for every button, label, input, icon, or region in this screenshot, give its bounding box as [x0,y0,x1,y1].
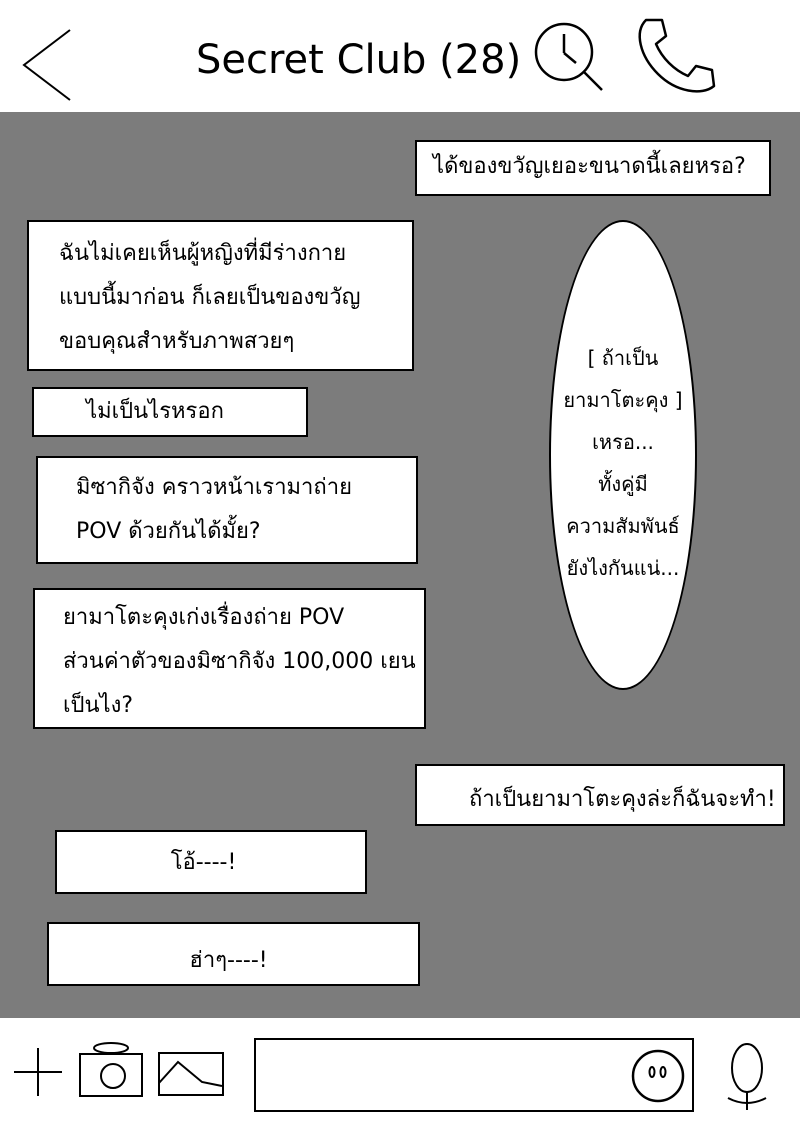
message-bubble-right: ถ้าเป็นยามาโตะคุงล่ะก็ฉันจะทำ! [415,764,785,826]
thought-bubble: [ ถ้าเป็น ยามาโตะคุง ] เหรอ... ทั้งคู่มี… [549,220,697,690]
message-bubble-right: ได้ของขวัญเยอะขนาดนี้เลยหรอ? [415,140,771,196]
message-text: ฉันไม่เคยเห็นผู้หญิงที่มีร่างกาย [59,241,347,266]
thought-text: [ ถ้าเป็น [587,346,659,370]
message-text: มิซากิจัง คราวหน้าเรามาถ่าย [76,475,352,500]
chat-title: Secret Club (28) [196,37,522,83]
message-input[interactable] [254,1038,694,1112]
thought-text: ทั้งคู่มี [598,472,648,496]
message-text: แบบนี้มาก่อน ก็เลยเป็นของขวัญ [59,285,361,310]
thought-text: ยามาโตะคุง ] [563,388,683,412]
message-bubble-left: ฉันไม่เคยเห็นผู้หญิงที่มีร่างกาย แบบนี้ม… [27,220,414,371]
message-bubble-left: มิซากิจัง คราวหน้าเรามาถ่าย POV ด้วยกันไ… [36,456,418,564]
message-text: ถ้าเป็นยามาโตะคุงล่ะก็ฉันจะทำ! [469,787,776,812]
message-text: ยามาโตะคุงเก่งเรื่องถ่าย POV [63,605,345,630]
camera-icon[interactable] [76,1040,146,1100]
search-icon[interactable] [530,20,610,95]
plus-icon[interactable] [12,1046,64,1098]
message-bubble-left: ไม่เป็นไรหรอก [32,387,308,437]
thought-text: เหรอ... [592,430,654,454]
emoji-icon[interactable] [630,1048,686,1104]
phone-icon[interactable] [632,14,722,96]
message-bubble-left: ยามาโตะคุงเก่งเรื่องถ่าย POV ส่วนค่าตัวข… [33,588,426,729]
back-chevron-icon[interactable] [18,26,78,104]
message-bubble-left: ฮ่าๆ----! [47,922,420,986]
message-text: เป็นไง? [63,693,134,718]
message-text: ขอบคุณสำหรับภาพสวยๆ [59,329,295,354]
message-text: โอ้----! [170,850,237,875]
thought-text: ยังไงกันแน่... [566,556,680,580]
chat-header: Secret Club (28) [0,0,800,112]
message-text: ฮ่าๆ----! [189,948,268,973]
thought-text: ความสัมพันธ์ [566,514,680,538]
message-bubble-left: โอ้----! [55,830,367,894]
message-text: ส่วนค่าตัวของมิซากิจัง 100,000 เยน [63,649,416,674]
image-icon[interactable] [156,1050,226,1098]
message-text: POV ด้วยกันได้มั้ย? [76,519,261,544]
mic-icon[interactable] [722,1040,772,1112]
message-text: ได้ของขวัญเยอะขนาดนี้เลยหรอ? [433,154,746,179]
message-text: ไม่เป็นไรหรอก [86,399,224,424]
